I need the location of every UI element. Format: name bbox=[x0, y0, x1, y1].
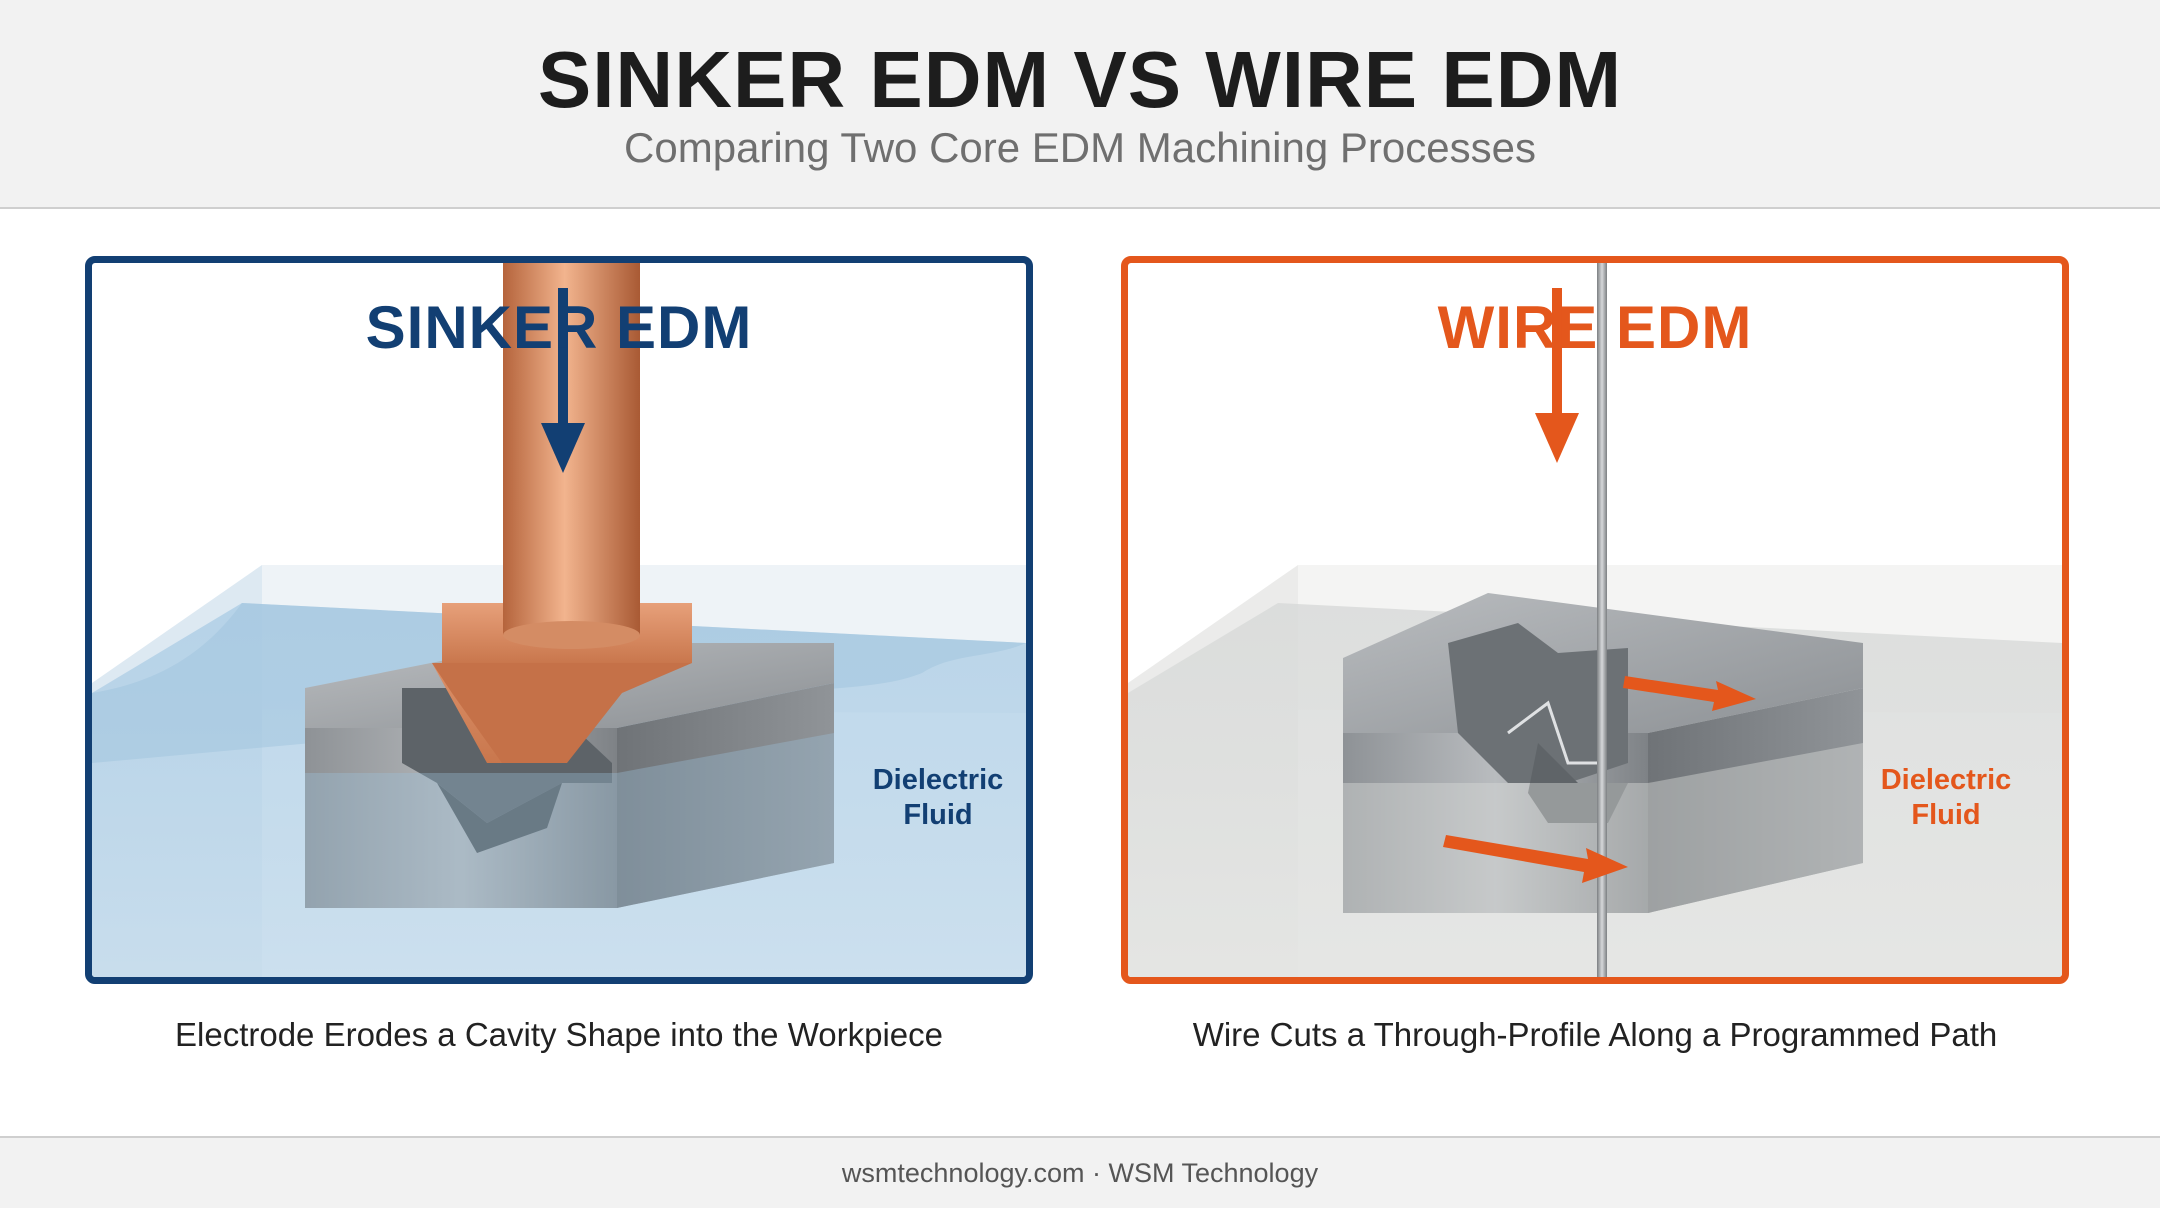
wire-edm-panel: WIRE EDM Dielectric Fluid bbox=[1121, 256, 2069, 984]
page-header: SINKER EDM VS WIRE EDM Comparing Two Cor… bbox=[0, 0, 2160, 209]
sinker-edm-illustration bbox=[92, 263, 1026, 977]
sinker-fluid-label-line1: Dielectric bbox=[872, 764, 1004, 796]
wire-dielectric-fluid-label: Dielectric Fluid bbox=[1836, 763, 2056, 833]
sinker-edm-panel: SINKER EDM Dielectric Fluid bbox=[85, 256, 1033, 984]
wire-fluid-label-line2: Fluid bbox=[1911, 799, 1981, 831]
page-subtitle: Comparing Two Core EDM Machining Process… bbox=[624, 124, 1536, 171]
sinker-edm-caption: Electrode Erodes a Cavity Shape into the… bbox=[175, 1016, 943, 1053]
sinker-dielectric-fluid-label: Dielectric Fluid bbox=[828, 763, 1026, 833]
page-title: SINKER EDM VS WIRE EDM bbox=[537, 35, 1623, 124]
wire-fluid-label-line1: Dielectric bbox=[1880, 764, 2012, 796]
wire-edm-illustration bbox=[1128, 263, 2062, 977]
sinker-edm-title: SINKER EDM bbox=[365, 294, 753, 361]
sinker-fluid-label-line2: Fluid bbox=[903, 799, 973, 831]
footer-credit: wsmtechnology.com · WSM Technology bbox=[841, 1158, 1319, 1188]
wire-edm-title: WIRE EDM bbox=[1437, 294, 1753, 361]
wire-edm-caption: Wire Cuts a Through-Profile Along a Prog… bbox=[1192, 1016, 1998, 1053]
page-footer: wsmtechnology.com · WSM Technology bbox=[0, 1136, 2160, 1208]
